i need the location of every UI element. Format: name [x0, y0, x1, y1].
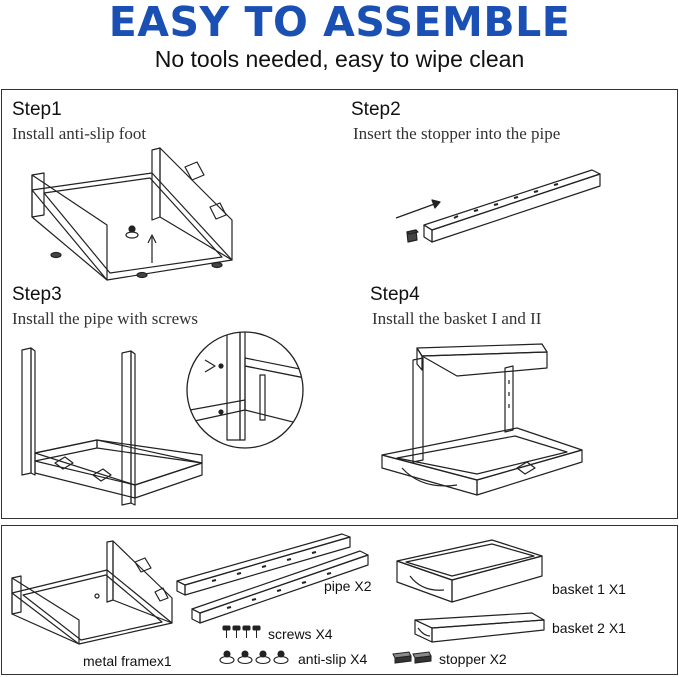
- stopper-label: stopper X2: [439, 651, 507, 667]
- step3-description: Install the pipe with screws: [12, 309, 199, 328]
- step1-description: Install anti-slip foot: [12, 124, 147, 143]
- basket2-illustration: [412, 610, 547, 644]
- anti-slip-icon: [218, 649, 294, 665]
- screws-icon: [222, 625, 264, 639]
- step4-description: Install the basket I and II: [372, 309, 542, 328]
- parts-panel: metal framex1 pipe X2: [1, 525, 678, 675]
- page-title: EASY TO ASSEMBLE: [108, 0, 571, 46]
- step2-description: Insert the stopper into the pipe: [353, 124, 561, 143]
- basket1-illustration: [392, 536, 547, 604]
- basket1-label: basket 1 X1: [552, 581, 626, 597]
- steps-panel: Step1 Install anti-slip foot Step2: [1, 89, 678, 519]
- pipe-label: pipe X2: [324, 578, 372, 594]
- metal-frame-illustration: [7, 538, 177, 646]
- pipe-illustration: [172, 531, 377, 626]
- step1-illustration: [22, 145, 242, 280]
- step4-illustration: [377, 340, 592, 505]
- step2-label: Step2: [351, 99, 401, 120]
- metal-frame-label: metal framex1: [83, 653, 172, 669]
- step2-illustration: [392, 160, 607, 250]
- basket2-label: basket 2 X1: [552, 620, 626, 636]
- step3-label: Step3: [12, 284, 62, 305]
- step1-label: Step1: [12, 99, 62, 120]
- stopper-icon: [391, 650, 435, 664]
- anti-slip-label: anti-slip X4: [298, 651, 368, 667]
- page-subtitle: No tools needed, easy to wipe clean: [154, 46, 525, 72]
- step3-zoom-detail: [185, 330, 305, 450]
- step4-label: Step4: [370, 284, 420, 305]
- screws-label: screws X4: [268, 626, 333, 642]
- step3-illustration: [17, 345, 207, 515]
